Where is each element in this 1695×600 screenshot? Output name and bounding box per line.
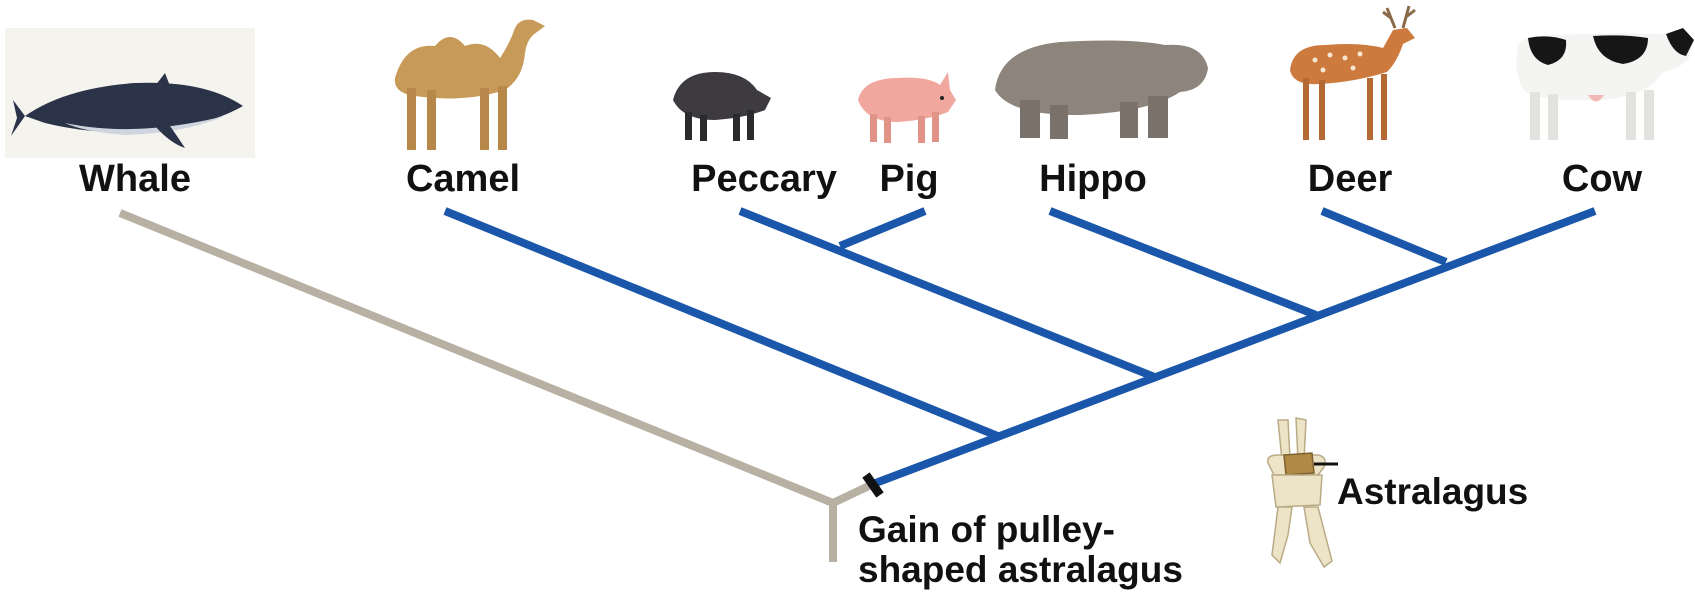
- branch-pig: [840, 211, 925, 246]
- trait-caption-line-1: Gain of pulley-: [858, 510, 1183, 550]
- branch-hippo: [1050, 211, 1316, 315]
- branch-artiodactyl-stem-base: [833, 484, 873, 503]
- branch-artiodactyl-spine: [873, 211, 1595, 484]
- branch-whale: [120, 213, 833, 503]
- branch-deer: [1322, 211, 1446, 262]
- astragalus-label: Astralagus: [1337, 472, 1528, 512]
- astragalus-bone-illustration: [1248, 415, 1348, 575]
- trait-caption-line-2: shaped astralagus: [858, 550, 1183, 590]
- trait-caption: Gain of pulley- shaped astralagus: [858, 510, 1183, 590]
- branch-camel: [445, 211, 1000, 437]
